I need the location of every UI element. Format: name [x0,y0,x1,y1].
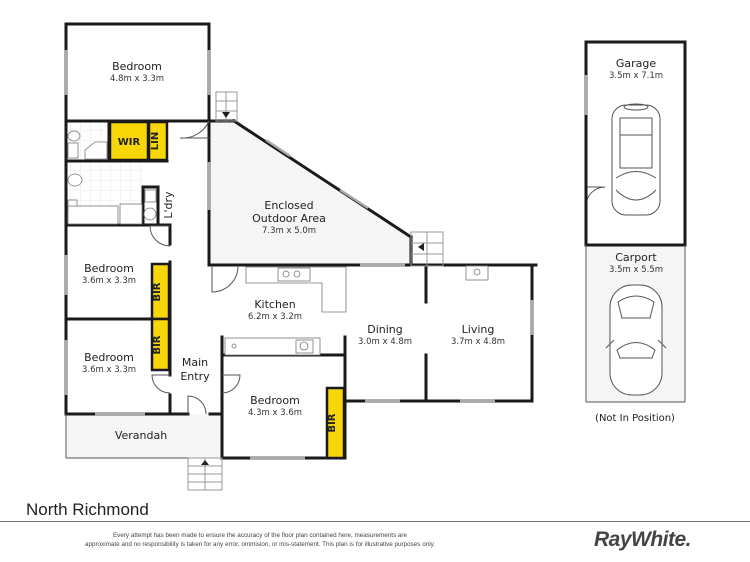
bathroom-fixtures [67,130,157,225]
room-bedroom-4-name: Bedroom [250,394,300,407]
room-verandah-name: Verandah [115,429,167,442]
svg-text:BIR: BIR [152,282,163,301]
verandah-floor [66,414,223,458]
stairs-arrow-icon [222,112,230,118]
disclaimer: Every attempt has been made to ensure th… [60,531,460,549]
room-bedroom-4-dims: 4.3m x 3.6m [248,408,302,418]
storage-wir: WIR [108,120,150,162]
room-dining-dims: 3.0m x 4.8m [358,337,412,347]
stairs-arrow-icon [201,460,209,465]
stairs-arrow-icon [418,243,424,251]
room-outdoor-dims: 7.3m x 5.0m [262,226,316,236]
room-living-dims: 3.7m x 4.8m [451,337,505,347]
room-entry-name-1: Main [182,356,208,369]
svg-text:WIR: WIR [118,137,141,148]
room-bedroom-2-name: Bedroom [84,262,134,275]
raywhite-logo: RayWhite. [594,528,692,551]
disclaimer-line-2: approximate and no responsibility is tak… [84,541,436,548]
room-entry-name-2: Entry [180,370,210,383]
room-bedroom-3-name: Bedroom [84,351,134,364]
disclaimer-line-1: Every attempt has been made to ensure th… [112,532,408,539]
room-kitchen-dims: 6.2m x 3.2m [248,312,302,322]
room-living-name: Living [462,323,495,336]
room-carport-name: Carport [615,251,657,264]
storage-lin: LIN [147,120,169,162]
room-outdoor-name-1: Enclosed [264,199,313,212]
room-laundry-name: L'dry [162,191,175,219]
windows [64,50,534,460]
svg-text:BIR: BIR [327,413,338,432]
storage-bir-2: BIR [150,317,171,372]
svg-text:LIN: LIN [150,132,161,150]
car-icon [605,284,667,396]
storage-bir-3: BIR [325,386,346,460]
carport-note: (Not In Position) [595,413,675,424]
room-carport-dims: 3.5m x 5.5m [609,265,663,275]
stairs-side [410,231,444,267]
floor-plan: WIR LIN BIR BIR BIR Bedroom 4 [64,22,687,491]
suburb-title: North Richmond [26,500,149,519]
room-garage-dims: 3.5m x 7.1m [609,71,663,81]
garage [584,40,687,247]
svg-text:BIR: BIR [152,335,163,354]
room-bedroom-3-dims: 3.6m x 3.3m [82,365,136,375]
room-bedroom-2-dims: 3.6m x 3.3m [82,276,136,286]
room-bedroom-1-dims: 4.8m x 3.3m [110,74,164,84]
room-kitchen-name: Kitchen [254,298,295,311]
room-garage-name: Garage [616,57,657,70]
room-outdoor-name-2: Outdoor Area [252,212,326,225]
car-icon [611,103,661,216]
room-bedroom-1-name: Bedroom [112,60,162,73]
footer-divider [0,521,750,522]
room-dining-name: Dining [367,323,403,336]
storage-bir-1: BIR [150,262,171,321]
outdoor-area-floor [209,121,411,265]
doors [149,120,606,415]
kitchen-benches [224,265,489,356]
